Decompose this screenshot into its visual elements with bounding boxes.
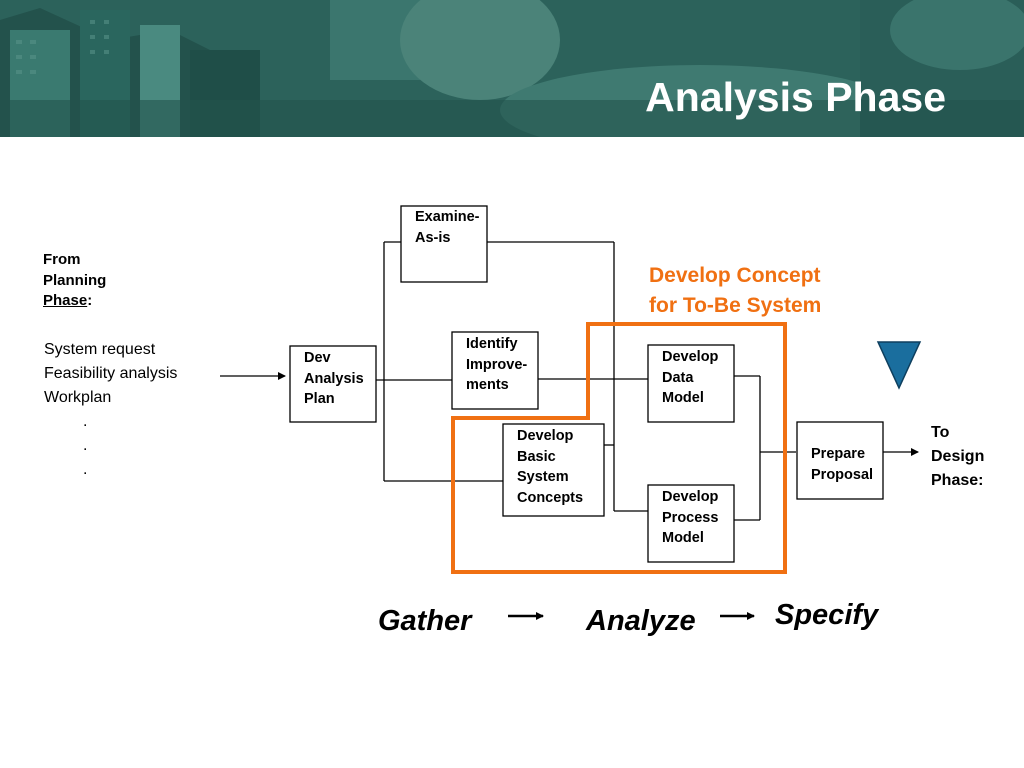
label-line: Examine-	[415, 209, 480, 225]
label-line: Concepts	[517, 489, 584, 506]
page-title: Analysis Phase	[645, 74, 946, 120]
ellipsis-dot: .	[83, 461, 88, 478]
develop-basic-system-concepts-label: Develop Basic System Concepts	[517, 426, 583, 508]
develop-data-model-label: Develop Data Model	[662, 347, 718, 409]
examine-as-is-label: Examine- As-is	[415, 207, 479, 248]
label-line: Identify	[466, 336, 518, 352]
label-line: Process	[662, 509, 719, 526]
input-heading-line: From	[43, 251, 81, 268]
phase-word: Phase	[43, 292, 88, 309]
label-line: for To-Be System	[649, 294, 822, 317]
input-heading: From Planning Phase:	[43, 250, 106, 312]
header-banner: Analysis Phase	[0, 0, 1024, 137]
develop-data-model-box	[647, 344, 735, 423]
input-heading-line: Phase:	[43, 291, 106, 312]
develop-process-model-label: Develop Process Model	[662, 487, 718, 549]
to-be-system-highlight	[451, 322, 787, 574]
input-item: Workplan	[44, 389, 112, 406]
ellipsis-dot: .	[83, 413, 88, 430]
label-line: Plan	[304, 391, 335, 407]
triangle-marker-icon	[876, 341, 922, 390]
ellipsis-dot: .	[83, 437, 88, 454]
flow-specify: Specify	[775, 599, 879, 631]
label-line: Develop	[517, 428, 574, 444]
identify-improvements-label: Identify Improve- ments	[466, 334, 527, 396]
label-line: Model	[662, 390, 704, 406]
label-line: ments	[466, 377, 509, 393]
prepare-proposal-box	[796, 421, 884, 500]
input-items-list: System request Feasibility analysis Work…	[44, 338, 177, 482]
examine-as-is-box	[400, 205, 488, 283]
label-line: Analysis	[304, 370, 364, 387]
label-line: Basic	[517, 448, 556, 465]
flow-gather: Gather	[378, 605, 472, 637]
city-skyline-backdrop	[0, 0, 1024, 137]
prepare-proposal-label: Prepare Proposal	[811, 444, 873, 485]
input-item: System request	[44, 341, 156, 358]
input-item: Feasibility analysis	[44, 365, 178, 382]
label-line: To	[931, 424, 950, 441]
connector-lines	[376, 241, 796, 521]
label-line: Improve-	[466, 356, 528, 373]
label-line: System	[517, 469, 569, 485]
label-line: Design	[931, 448, 985, 465]
label-line: Proposal	[811, 466, 874, 483]
input-heading-line: Planning	[43, 271, 107, 289]
flow-analyze: Analyze	[586, 605, 696, 637]
develop-process-model-box	[647, 484, 735, 563]
develop-basic-system-concepts-box	[502, 423, 605, 517]
identify-improvements-box	[451, 331, 539, 410]
label-line: As-is	[415, 229, 451, 246]
develop-concept-label: Develop Concept for To-Be System	[649, 261, 821, 321]
label-line: Dev	[304, 350, 331, 366]
label-line: Develop Concept	[649, 264, 821, 287]
label-line: Prepare	[811, 446, 866, 462]
label-line: Model	[662, 530, 704, 546]
dev-analysis-plan-box	[289, 345, 377, 423]
label-line: Phase:	[931, 472, 984, 489]
dev-analysis-plan-label: Dev Analysis Plan	[304, 348, 364, 410]
label-line: Data	[662, 369, 694, 386]
output-label: To Design Phase:	[931, 421, 984, 493]
label-line: Develop	[662, 349, 719, 365]
label-line: Develop	[662, 489, 719, 505]
phase-colon: :	[87, 292, 93, 309]
